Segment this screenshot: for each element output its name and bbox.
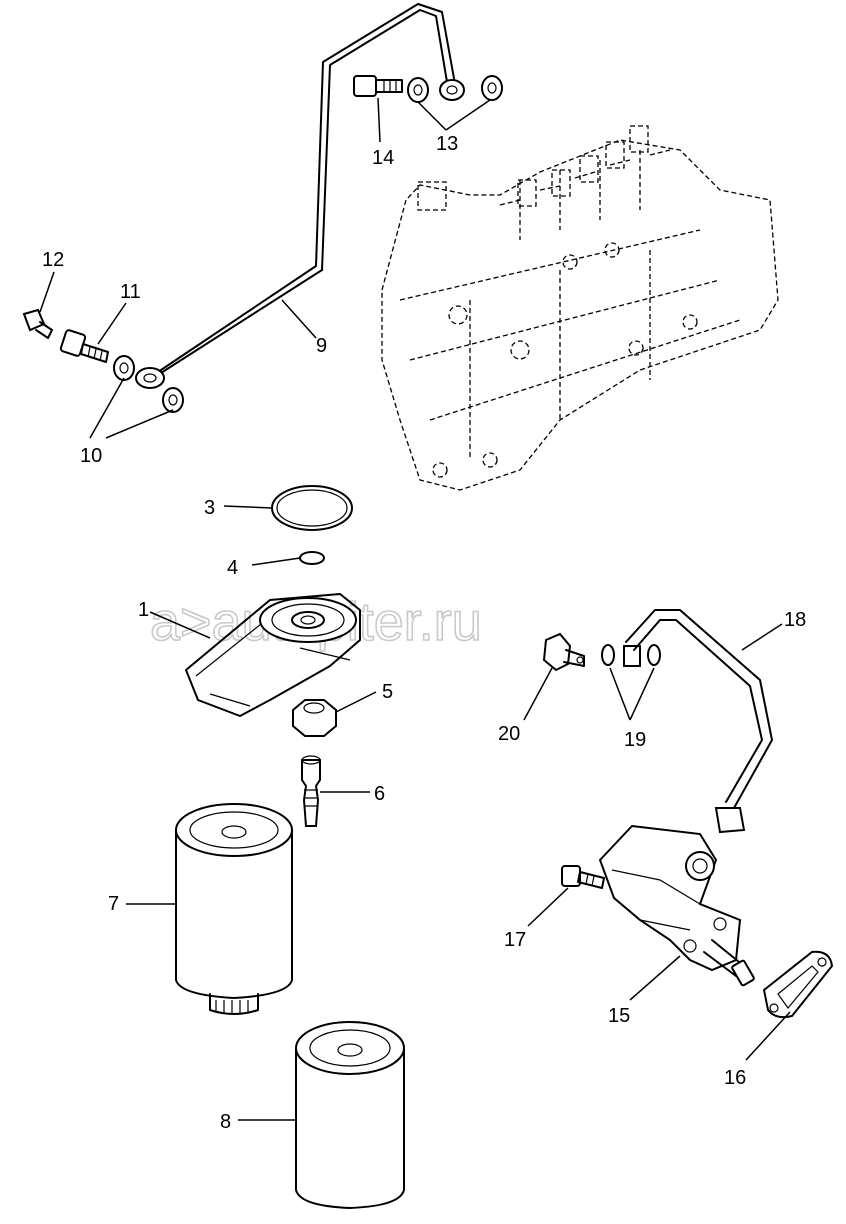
part-11-banjo-bolt <box>59 329 109 363</box>
part-17-bolt <box>561 865 605 889</box>
part-3-o-ring <box>271 485 353 531</box>
callout-6: 6 <box>374 783 385 805</box>
part-18-fuel-line <box>625 609 773 834</box>
part-19-washers <box>601 644 661 667</box>
callout-8: 8 <box>220 1111 231 1133</box>
part-12-fitting <box>22 308 53 339</box>
part-8-filter <box>295 1021 405 1210</box>
part-20-connector <box>542 632 585 672</box>
part-7-filter <box>175 803 293 1015</box>
callout-9: 9 <box>316 335 327 357</box>
callout-15: 15 <box>608 1005 630 1027</box>
callout-19: 19 <box>624 729 646 751</box>
callout-4: 4 <box>227 557 238 579</box>
callout-16: 16 <box>724 1067 746 1089</box>
callout-17: 17 <box>504 929 526 951</box>
part-10-washers <box>113 355 184 413</box>
part-4-o-ring <box>299 551 325 565</box>
callout-12: 12 <box>42 249 64 271</box>
delivery-valves <box>517 125 649 207</box>
callout-1: 1 <box>138 599 149 621</box>
callout-20: 20 <box>498 723 520 745</box>
part-14-bolt <box>353 75 403 97</box>
part-9-fuel-line <box>135 3 465 389</box>
callout-3: 3 <box>204 497 215 519</box>
part-6-adapter <box>301 755 321 827</box>
injection-pump <box>381 125 779 491</box>
callouts: 12 11 10 14 13 9 3 4 1 5 6 7 8 20 19 18 … <box>42 133 806 1133</box>
callout-18: 18 <box>784 609 806 631</box>
callout-10: 10 <box>80 445 102 467</box>
callout-5: 5 <box>382 681 393 703</box>
part-15-lift-pump <box>598 824 755 987</box>
callout-11: 11 <box>120 281 141 303</box>
part-1-filter-head <box>185 593 361 717</box>
part-16-gasket <box>762 950 834 1019</box>
part-5-nut <box>292 699 337 737</box>
leader-lines <box>39 97 791 1121</box>
callout-14: 14 <box>372 147 394 169</box>
callout-13: 13 <box>436 133 458 155</box>
callout-7: 7 <box>108 893 119 915</box>
